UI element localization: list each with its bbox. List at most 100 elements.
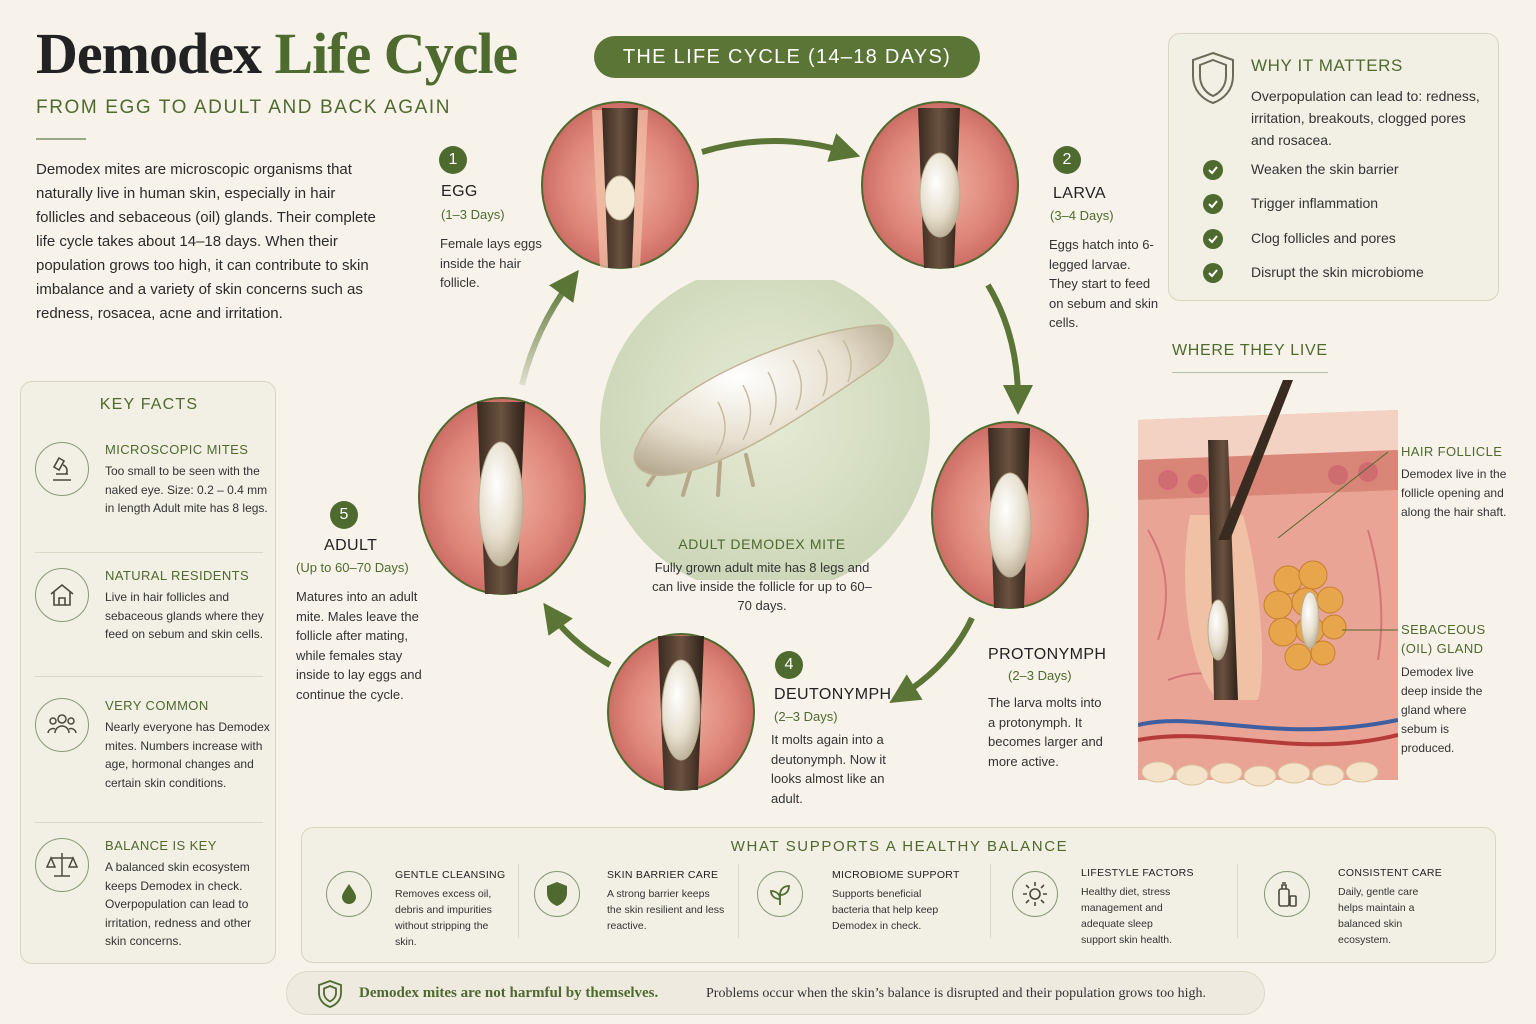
droplet-icon <box>326 871 372 917</box>
sebaceous-gland-label: SEBACEOUS (OIL) GLAND <box>1401 622 1486 656</box>
house-icon <box>35 568 89 622</box>
key-facts-panel: KEY FACTS MICROSCOPIC MITES Too small to… <box>20 381 276 964</box>
key-fact-heading: MICROSCOPIC MITES <box>105 442 249 457</box>
life-cycle-title: THE LIFE CYCLE (14–18 DAYS) <box>594 36 980 78</box>
key-fact-text: Nearly everyone has Demodex mites. Numbe… <box>105 720 270 790</box>
page-title: Demodex Life Cycle <box>36 21 518 86</box>
arrow-egg-to-larva <box>701 133 861 162</box>
title-part-1: Demodex <box>36 21 262 86</box>
why-item-text: Weaken the skin barrier <box>1251 161 1399 177</box>
intro-paragraph: Demodex mites are microscopic organisms … <box>36 161 376 322</box>
where-title: WHERE THEY LIVE <box>1172 342 1328 359</box>
footer-text: Problems occur when the skin’s balance i… <box>706 986 1207 1001</box>
why-list-item: Disrupt the skin microbiome <box>1203 263 1483 285</box>
skin-cross-section-illustration <box>1138 380 1398 787</box>
center-heading: ADULT DEMODEX MITE <box>678 536 846 552</box>
stage-days: (1–3 Days) <box>441 207 505 222</box>
support-text: A strong barrier keeps the skin resilien… <box>607 888 725 932</box>
why-list-item: Clog follicles and pores <box>1203 229 1483 251</box>
scale-icon <box>35 838 89 892</box>
stage-number-4: 4 <box>775 651 803 679</box>
title-part-2: Life Cycle <box>274 21 518 86</box>
why-item-text: Trigger inflammation <box>1251 195 1379 211</box>
where-rule <box>1172 372 1328 373</box>
support-heading: MICROBIOME SUPPORT <box>832 869 960 881</box>
support-heading: LIFESTYLE FACTORS <box>1081 867 1194 879</box>
larva-illustration <box>861 101 1019 269</box>
stage-description: Female lays eggs inside the hair follicl… <box>440 236 542 290</box>
support-heading: GENTLE CLEANSING <box>395 869 506 881</box>
stage-days: (2–3 Days) <box>1008 668 1072 683</box>
stage-name: PROTONYMPH <box>988 646 1107 663</box>
support-text: Supports beneficial bacteria that help k… <box>832 888 939 932</box>
sebaceous-gland-text: Demodex live deep inside the gland where… <box>1401 665 1483 755</box>
stage-days: (2–3 Days) <box>774 709 838 724</box>
check-icon <box>1203 263 1223 283</box>
adult-mite-illustration <box>600 280 930 580</box>
why-list-item: Weaken the skin barrier <box>1203 160 1483 182</box>
stage-number-1: 1 <box>439 146 467 174</box>
arrow-adult-to-egg <box>519 269 579 386</box>
shield-icon <box>534 871 580 917</box>
page-subtitle: FROM EGG TO ADULT AND BACK AGAIN <box>36 97 452 118</box>
key-fact-text: A balanced skin ecosystem keeps Demodex … <box>105 860 252 948</box>
stage-name: EGG <box>441 183 478 200</box>
support-text: Daily, gentle care helps maintain a bala… <box>1338 886 1419 946</box>
shield-icon <box>317 979 343 1014</box>
footer-bold-text: Demodex mites are not harmful by themsel… <box>359 985 659 1001</box>
callout-lines <box>1277 451 1398 631</box>
divider <box>35 552 263 553</box>
support-heading: CONSISTENT CARE <box>1338 867 1443 879</box>
footer-banner: Demodex mites are not harmful by themsel… <box>286 971 1265 1015</box>
healthy-balance-panel: WHAT SUPPORTS A HEALTHY BALANCE GENTLE C… <box>301 827 1496 963</box>
arrow-protonymph-to-deutonymph <box>889 616 975 703</box>
key-fact-text: Too small to be seen with the naked eye.… <box>105 464 268 515</box>
divider <box>990 864 991 938</box>
key-facts-title: KEY FACTS <box>99 396 199 413</box>
stage-name: LARVA <box>1053 185 1106 202</box>
check-icon <box>1203 160 1223 180</box>
support-text: Healthy diet, stress management and adeq… <box>1081 886 1173 946</box>
divider <box>1237 864 1238 938</box>
stage-number-2: 2 <box>1053 146 1081 174</box>
divider <box>35 822 263 823</box>
support-text: Removes excess oil, debris and impuritie… <box>395 888 492 948</box>
why-title: WHY IT MATTERS <box>1251 56 1403 75</box>
arrow-deutonymph-to-adult <box>543 602 612 668</box>
adult-illustration <box>418 397 586 595</box>
check-icon <box>1203 229 1223 249</box>
key-fact-heading: VERY COMMON <box>105 698 209 713</box>
why-lead: Overpopulation can lead to: redness, irr… <box>1251 88 1480 148</box>
hair-follicle-label: HAIR FOLLICLE <box>1401 444 1503 459</box>
stage-name: DEUTONYMPH <box>774 686 892 703</box>
stage-description: Eggs hatch into 6-legged larvae. They st… <box>1049 237 1159 330</box>
check-icon <box>1203 194 1223 214</box>
shield-icon <box>1189 50 1237 111</box>
support-heading: SKIN BARRIER CARE <box>607 869 719 881</box>
hair-follicle-text: Demodex live in the follicle opening and… <box>1401 467 1507 519</box>
why-item-text: Clog follicles and pores <box>1251 230 1396 246</box>
stage-name: ADULT <box>324 537 378 554</box>
why-list-item: Trigger inflammation <box>1203 194 1483 216</box>
why-it-matters-panel: WHY IT MATTERS Overpopulation can lead t… <box>1168 33 1499 301</box>
divider <box>518 864 519 938</box>
center-caption: ADULT DEMODEX MITE Fully grown adult mit… <box>650 536 874 615</box>
center-text: Fully grown adult mite has 8 legs and ca… <box>652 560 872 613</box>
egg-illustration <box>541 101 699 269</box>
protonymph-illustration <box>931 421 1089 609</box>
stage-days: (Up to 60–70 Days) <box>296 560 409 575</box>
key-fact-heading: NATURAL RESIDENTS <box>105 568 250 583</box>
subtitle-rule <box>36 138 86 140</box>
key-fact-heading: BALANCE IS KEY <box>105 838 217 853</box>
microscope-icon <box>35 442 89 496</box>
divider <box>35 676 263 677</box>
stage-description: It molts again into a deutonymph. Now it… <box>771 732 886 806</box>
stage-description: The larva molts into a protonymph. It be… <box>988 695 1103 769</box>
divider <box>738 864 739 938</box>
stage-description: Matures into an adult mite. Males leave … <box>296 589 422 702</box>
support-title: WHAT SUPPORTS A HEALTHY BALANCE <box>730 838 1069 855</box>
arrow-larva-to-protonymph <box>985 283 1033 415</box>
sun-icon <box>1012 871 1058 917</box>
deutonymph-illustration <box>607 633 755 791</box>
